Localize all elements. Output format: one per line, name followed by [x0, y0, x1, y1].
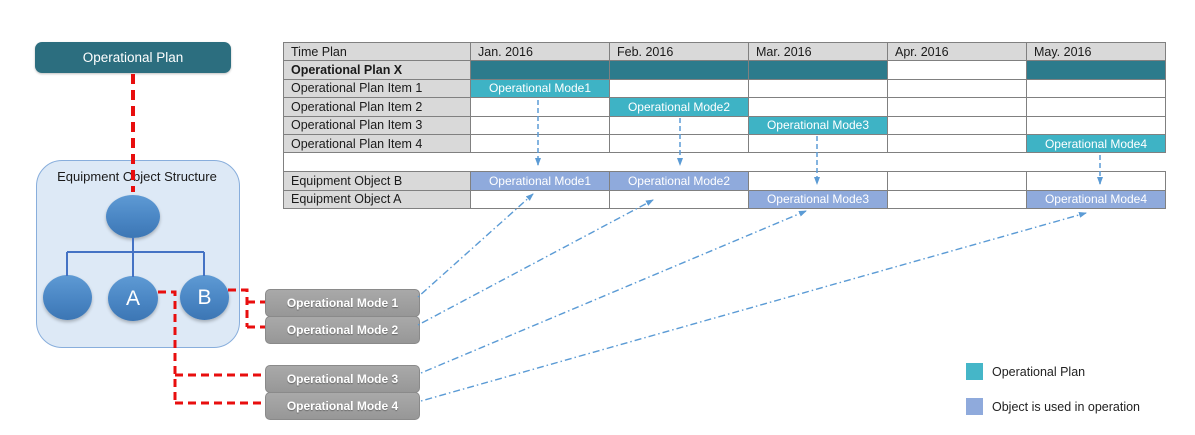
legend-item-operational-plan: Operational Plan — [966, 363, 1085, 380]
equipment-node-b: B — [180, 275, 229, 320]
arrow-mode1-to-equip-b — [417, 193, 534, 298]
summary-bar-may — [1027, 61, 1166, 80]
equip-a-may-cell: Operational Mode4 — [1027, 190, 1166, 209]
row-label-operational-plan-x: Operational Plan X — [284, 61, 471, 80]
equip-a-mar-cell: Operational Mode3 — [749, 190, 888, 209]
empty-cell — [888, 98, 1027, 117]
legend-label-object-used: Object is used in operation — [992, 399, 1141, 414]
legend-swatch-object-used — [966, 398, 983, 415]
plan-item-1-bar: Operational Mode1 — [471, 79, 609, 98]
equipment-a-mode4-bar: Operational Mode4 — [1027, 190, 1165, 208]
equipment-node-unlabeled — [43, 275, 92, 320]
plan-item-3-bar: Operational Mode3 — [749, 116, 887, 134]
equipment-a-mode3-bar: Operational Mode3 — [749, 190, 887, 208]
empty-cell — [749, 98, 888, 117]
summary-bar-feb — [610, 61, 749, 80]
empty-cell — [471, 116, 610, 135]
column-header-apr: Apr. 2016 — [888, 43, 1027, 62]
equipment-b-mode2-bar: Operational Mode2 — [610, 172, 748, 190]
empty-cell — [749, 134, 888, 154]
operational-mode-3-box: Operational Mode 3 — [265, 365, 420, 393]
plan-item-4-bar: Operational Mode4 — [1027, 134, 1165, 153]
equip-b-jan-cell: Operational Mode1 — [471, 172, 610, 191]
row-label-equipment-object-b: Equipment Object B — [284, 172, 471, 191]
empty-cell — [471, 134, 610, 154]
item2-feb-cell: Operational Mode2 — [610, 98, 749, 117]
column-header-feb: Feb. 2016 — [610, 43, 749, 62]
column-header-mar: Mar. 2016 — [749, 43, 888, 62]
empty-cell — [749, 79, 888, 99]
empty-cell — [1027, 79, 1166, 99]
row-label-plan-item-3: Operational Plan Item 3 — [284, 116, 471, 135]
time-plan-table: Time Plan Jan. 2016 Feb. 2016 Mar. 2016 … — [283, 42, 1166, 154]
empty-cell — [471, 98, 610, 117]
row-label-plan-item-4: Operational Plan Item 4 — [284, 134, 471, 154]
legend-swatch-operational-plan — [966, 363, 983, 380]
column-header-may: May. 2016 — [1027, 43, 1166, 62]
empty-cell — [888, 116, 1027, 135]
row-label-plan-item-1: Operational Plan Item 1 — [284, 79, 471, 99]
table-gap-left-border — [283, 152, 284, 171]
equipment-object-table: Equipment Object B Operational Mode1 Ope… — [283, 171, 1166, 209]
empty-cell — [888, 79, 1027, 99]
empty-cell — [610, 116, 749, 135]
summary-bar-jan — [471, 61, 610, 80]
empty-cell — [888, 190, 1027, 209]
arrow-mode3-to-equip-a — [420, 210, 807, 374]
column-header-jan: Jan. 2016 — [471, 43, 610, 62]
summary-empty-apr — [888, 61, 1027, 80]
empty-cell — [1027, 116, 1166, 135]
equipment-b-mode1-bar: Operational Mode1 — [471, 172, 609, 190]
column-header-time-plan: Time Plan — [284, 43, 471, 62]
empty-cell — [610, 190, 749, 209]
plan-item-2-bar: Operational Mode2 — [610, 98, 748, 116]
legend-label-operational-plan: Operational Plan — [992, 364, 1086, 379]
item4-may-cell: Operational Mode4 — [1027, 134, 1166, 154]
operational-mode-2-box: Operational Mode 2 — [265, 316, 420, 344]
equip-b-feb-cell: Operational Mode2 — [610, 172, 749, 191]
item1-jan-cell: Operational Mode1 — [471, 79, 610, 99]
empty-cell — [1027, 98, 1166, 117]
legend-item-object-used: Object is used in operation — [966, 398, 1140, 415]
operational-mode-1-box: Operational Mode 1 — [265, 289, 420, 317]
empty-cell — [888, 172, 1027, 191]
operational-plan-box: Operational Plan — [35, 42, 231, 73]
empty-cell — [471, 190, 610, 209]
item3-mar-cell: Operational Mode3 — [749, 116, 888, 135]
empty-cell — [1027, 172, 1166, 191]
operational-mode-4-box: Operational Mode 4 — [265, 392, 420, 420]
empty-cell — [610, 134, 749, 154]
empty-cell — [749, 172, 888, 191]
equipment-node-root — [106, 195, 160, 238]
row-label-equipment-object-a: Equipment Object A — [284, 190, 471, 209]
empty-cell — [610, 79, 749, 99]
row-label-plan-item-2: Operational Plan Item 2 — [284, 98, 471, 117]
arrow-mode2-to-equip-b — [417, 199, 654, 326]
summary-bar-mar — [749, 61, 888, 80]
equipment-node-a: A — [108, 276, 158, 321]
structure-box-title: Equipment Object Structure — [57, 169, 217, 184]
empty-cell — [888, 134, 1027, 154]
